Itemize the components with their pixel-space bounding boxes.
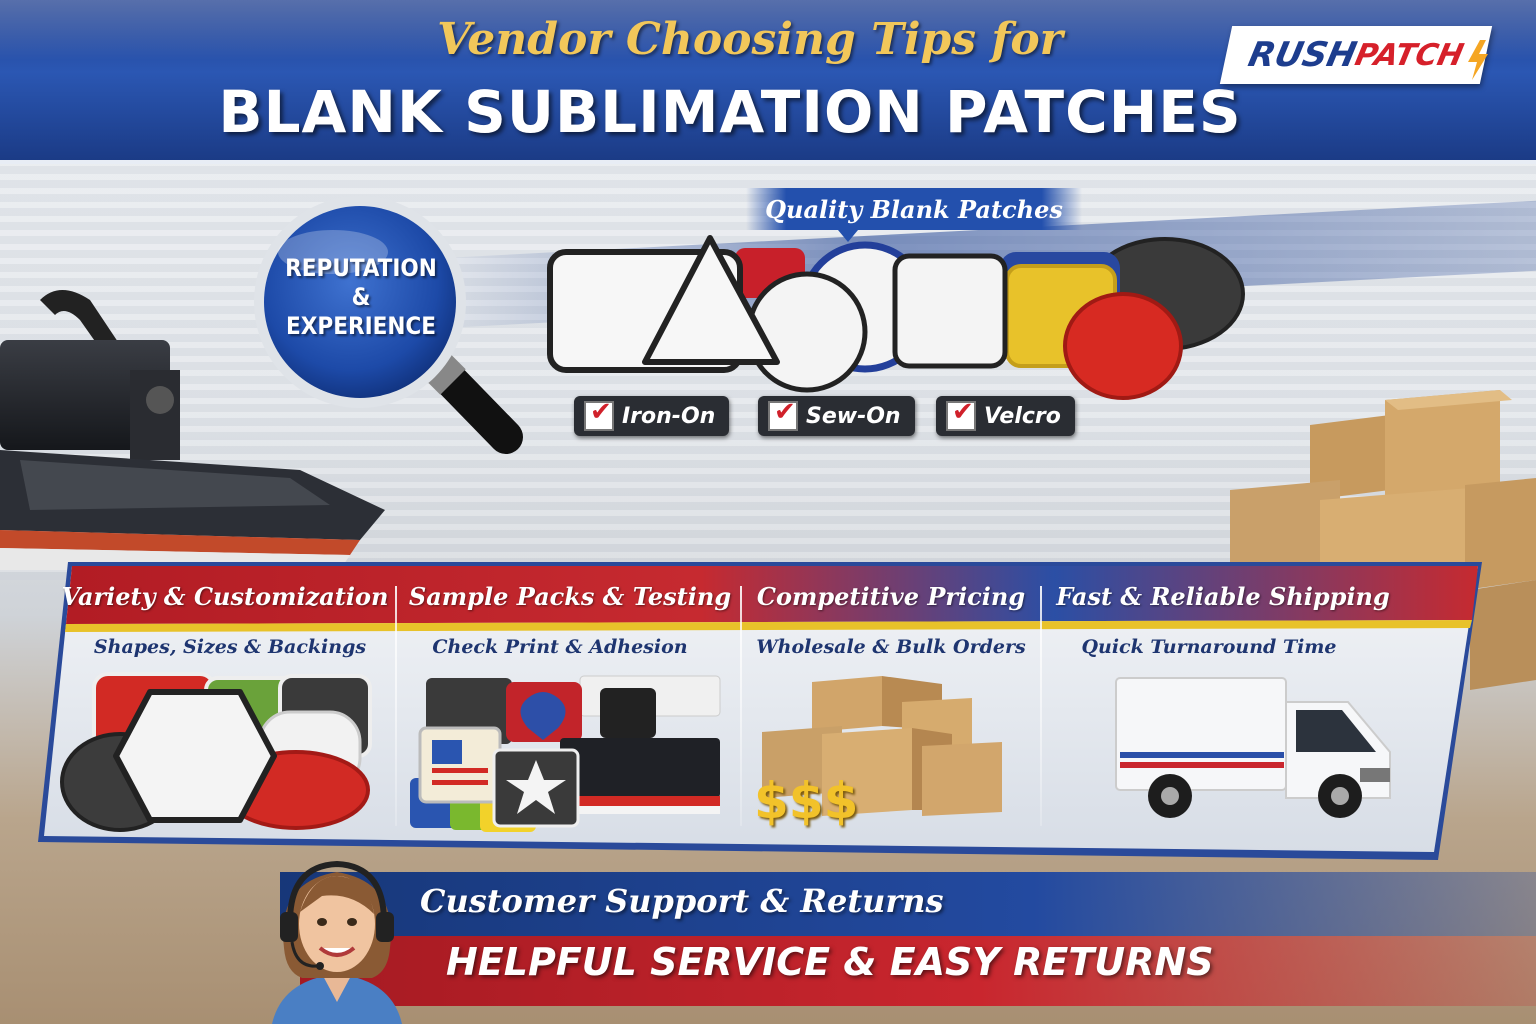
lightning-bolt-icon: [1468, 40, 1488, 80]
feature-subtitle-samples: Check Print & Adhesion: [432, 636, 688, 658]
feature-title-samples: Sample Packs & Testing: [408, 582, 732, 611]
backing-label: Velcro: [984, 403, 1061, 429]
sample-packs-image: [410, 675, 721, 832]
reputation-line-3: EXPERIENCE: [285, 312, 437, 340]
feature-subtitle-shipping: Quick Turnaround Time: [1081, 636, 1337, 658]
page-title: BLANK SUBLIMATION PATCHES: [218, 78, 1242, 146]
quality-label: Quality Blank Patches: [765, 194, 1063, 224]
bulk-boxes-image: [762, 676, 1002, 816]
magnifying-glass-icon: [254, 196, 523, 454]
feature-title-pricing: Competitive Pricing: [756, 582, 1026, 611]
checkbox-icon: ✔: [584, 397, 614, 431]
feature-divider: [395, 586, 397, 826]
heat-press-image: [0, 290, 385, 570]
support-main-text: HELPFUL SERVICE & EASY RETURNS: [446, 940, 1214, 984]
backing-label: Iron-On: [622, 403, 716, 429]
variety-patches-image: [60, 672, 372, 832]
feature-title-shipping: Fast & Reliable Shipping: [1056, 582, 1390, 611]
feature-subtitle-variety: Shapes, Sizes & Backings: [93, 636, 367, 658]
support-agent-avatar: [272, 860, 402, 1024]
feature-subtitle-pricing: Wholesale & Bulk Orders: [756, 636, 1026, 658]
logo-part-patch: PATCH: [1352, 37, 1467, 73]
backing-option-velcro: ✔ Velcro: [936, 396, 1075, 436]
feature-divider: [740, 586, 742, 826]
price-symbols: $$$: [754, 772, 859, 830]
reputation-experience-label: REPUTATION & EXPERIENCE: [266, 254, 456, 341]
feature-divider: [1040, 586, 1042, 826]
checkbox-icon: ✔: [768, 397, 798, 431]
title-top: Vendor Choosing Tips for: [437, 14, 1063, 65]
reputation-line-1: REPUTATION: [285, 254, 437, 282]
delivery-truck-image: [1115, 677, 1391, 818]
backing-label: Sew-On: [806, 403, 901, 429]
backing-option-iron-on: ✔ Iron-On: [574, 396, 730, 436]
logo-part-rush: RUSH: [1244, 35, 1361, 75]
support-main-band: [300, 936, 1536, 1006]
support-title-band: [280, 872, 1536, 936]
blank-patches-image: [547, 235, 1245, 400]
quality-tag-pointer: [838, 230, 858, 242]
feature-title-variety: Variety & Customization: [61, 582, 389, 611]
checkbox-icon: ✔: [946, 397, 976, 431]
support-title: Customer Support & Returns: [420, 882, 944, 920]
backing-option-sew-on: ✔ Sew-On: [758, 396, 915, 436]
reputation-line-2: &: [351, 283, 371, 311]
quality-tag: Quality Blank Patches: [746, 188, 1082, 230]
